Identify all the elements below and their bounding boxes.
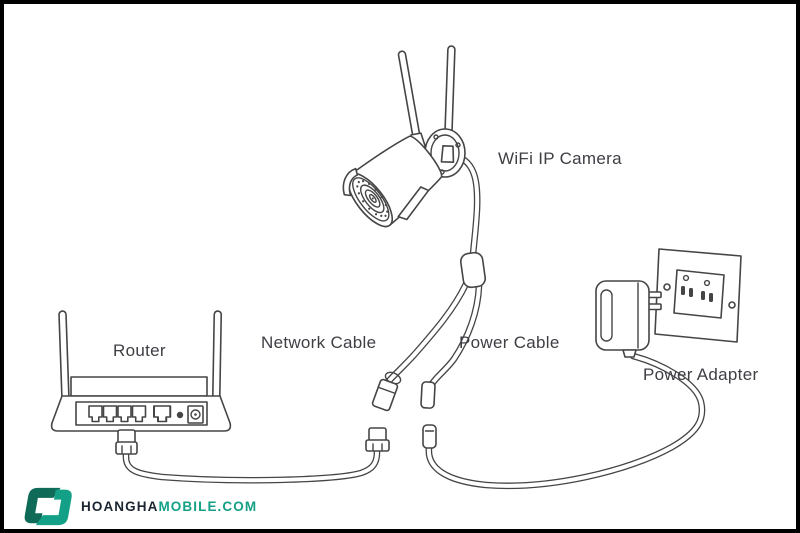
camera-illustration — [342, 45, 487, 412]
wiring-diagram-art — [50, 45, 742, 533]
label-power-adapter: Power Adapter — [643, 365, 759, 384]
label-network-cable: Network Cable — [261, 333, 377, 352]
hoanghamobile-logo-icon — [24, 487, 72, 526]
camera-ir-leds — [356, 180, 389, 217]
hoanghamobile-logo: HOANGHAMOBILE.COM — [22, 486, 257, 526]
label-wifi-ip-camera: WiFi IP Camera — [498, 149, 622, 168]
camera-body-icon — [342, 135, 443, 228]
wall-outlet-illustration — [654, 248, 742, 343]
router-rj45-plug-icon — [115, 429, 138, 455]
router-illustration — [50, 310, 232, 455]
camera-antenna-left-icon — [397, 50, 421, 139]
network-cable-illustration — [126, 452, 377, 480]
cable-splitter-icon — [459, 251, 487, 289]
router-reset-button-icon — [176, 411, 184, 419]
label-router: Router — [113, 341, 166, 360]
label-power-cable: Power Cable — [459, 333, 560, 352]
network-pigtail-connector-icon — [371, 371, 402, 412]
hoanghamobile-logo-text: HOANGHAMOBILE.COM — [81, 499, 257, 514]
power-adapter-illustration — [595, 280, 662, 358]
logo-text-secondary: MOBILE.COM — [158, 498, 258, 514]
router-power-jack-icon — [187, 405, 204, 424]
power-pigtail-connector-icon — [420, 381, 436, 409]
logo-text-primary: HOANGHA — [81, 498, 159, 514]
rj45-plug-up-icon — [365, 427, 390, 452]
power-plug-up-icon — [422, 424, 437, 449]
